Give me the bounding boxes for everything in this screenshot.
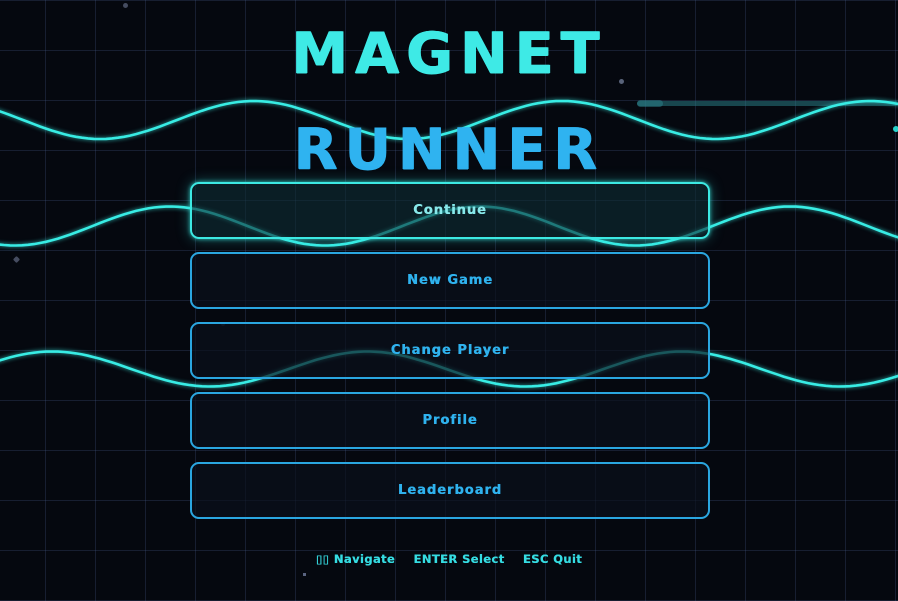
hint-select: ENTER Select bbox=[413, 552, 505, 566]
menu-button-continue[interactable]: Continue bbox=[190, 182, 710, 239]
menu-button-leaderboard[interactable]: Leaderboard bbox=[190, 462, 710, 519]
particle-dot bbox=[619, 79, 624, 84]
trail-bar-cap bbox=[637, 100, 663, 107]
particle-dot bbox=[893, 126, 898, 132]
main-menu: Continue New Game Change Player Profile … bbox=[190, 182, 710, 519]
wave-line-1 bbox=[0, 99, 898, 141]
hint-quit: ESC Quit bbox=[522, 552, 583, 566]
trail-bar bbox=[637, 101, 898, 106]
menu-button-new-game[interactable]: New Game bbox=[190, 252, 710, 309]
control-hints: ▯▯ Navigate ENTER Select ESC Quit bbox=[0, 552, 898, 566]
title-line-2: RUNNER bbox=[293, 117, 605, 183]
particle-dot bbox=[303, 573, 306, 576]
menu-button-profile[interactable]: Profile bbox=[190, 392, 710, 449]
menu-button-change-player[interactable]: Change Player bbox=[190, 322, 710, 379]
title-line-1: MAGNET bbox=[291, 21, 607, 87]
hint-navigate: ▯▯ Navigate bbox=[315, 552, 396, 566]
particle-dot bbox=[123, 3, 128, 8]
particle-dot bbox=[12, 255, 21, 264]
